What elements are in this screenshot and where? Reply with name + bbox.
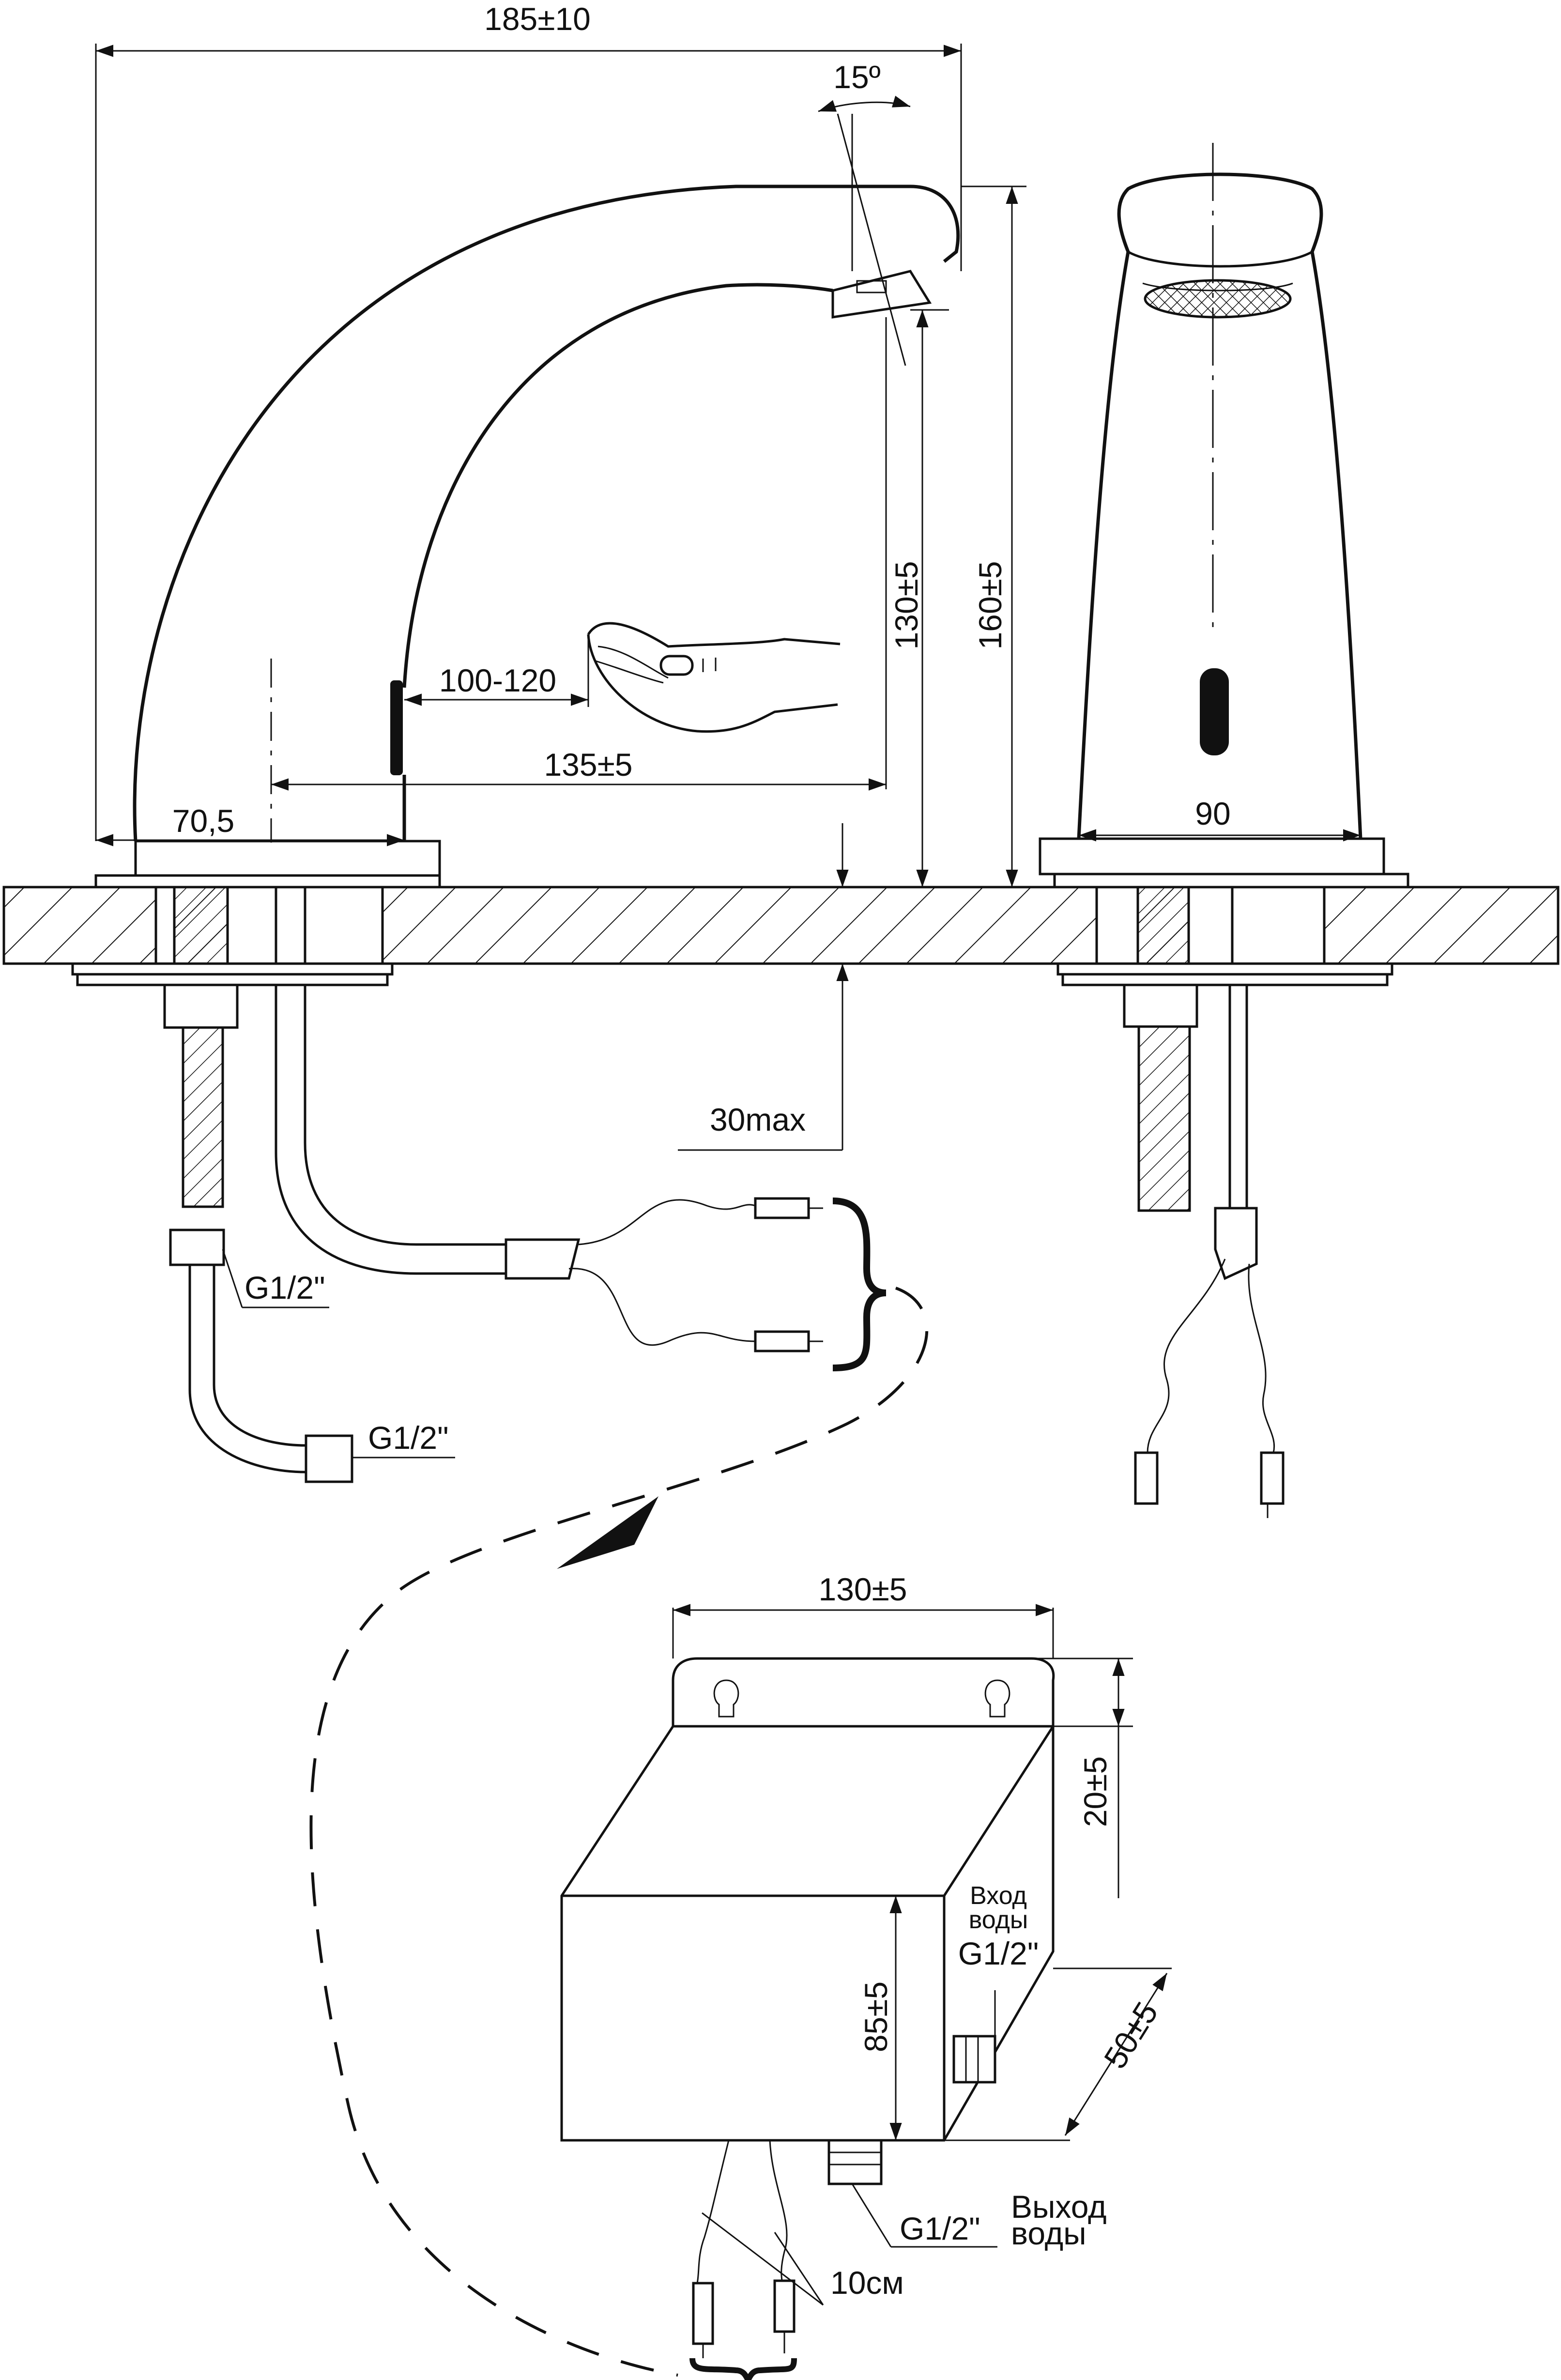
supply-nut-thread-label: G1/2": [245, 1270, 325, 1305]
faucet-side-view: [71, 113, 960, 1483]
box-height-label: 85±5: [858, 1981, 894, 2052]
water-inlet-label-line1: Вход: [970, 1882, 1027, 1910]
countertop-section: [2, 886, 1560, 965]
spout-angle-label: 15º: [833, 59, 881, 95]
hose-end-thread-label: G1/2": [368, 1420, 449, 1456]
box-depth-label: 50±5: [1097, 1996, 1164, 2074]
spout-reach-label: 135±5: [544, 747, 632, 783]
sensor-distance-label: 100-120: [439, 662, 556, 698]
mount-tab-height-label: 20±5: [1077, 1756, 1113, 1827]
water-inlet-label-line2: воды: [969, 1906, 1028, 1934]
hand-sensor-icon: [587, 622, 841, 733]
countertop-thickness-label: 30max: [710, 1102, 806, 1137]
overall-reach-label: 185±10: [484, 1, 591, 37]
water-inlet-thread-label: G1/2": [958, 1935, 1039, 1971]
detail-connector: [309, 1287, 929, 2377]
water-outlet-label-line1: Выход: [1011, 2189, 1106, 2225]
faucet-front-view: [1039, 143, 1409, 1518]
box-width-label: 130±5: [818, 1571, 907, 1607]
base-width-label: 90: [1195, 796, 1230, 831]
outlet-height-label: 130±5: [888, 561, 924, 649]
water-outlet-label-line2: воды: [1011, 2215, 1087, 2251]
cable-length-label: 10см: [830, 2265, 904, 2301]
base-offset-label: 70,5: [172, 803, 234, 839]
total-height-label: 160±5: [972, 561, 1008, 649]
dimension-lines: [95, 44, 1361, 1459]
water-outlet-thread-label: G1/2": [900, 2211, 980, 2246]
